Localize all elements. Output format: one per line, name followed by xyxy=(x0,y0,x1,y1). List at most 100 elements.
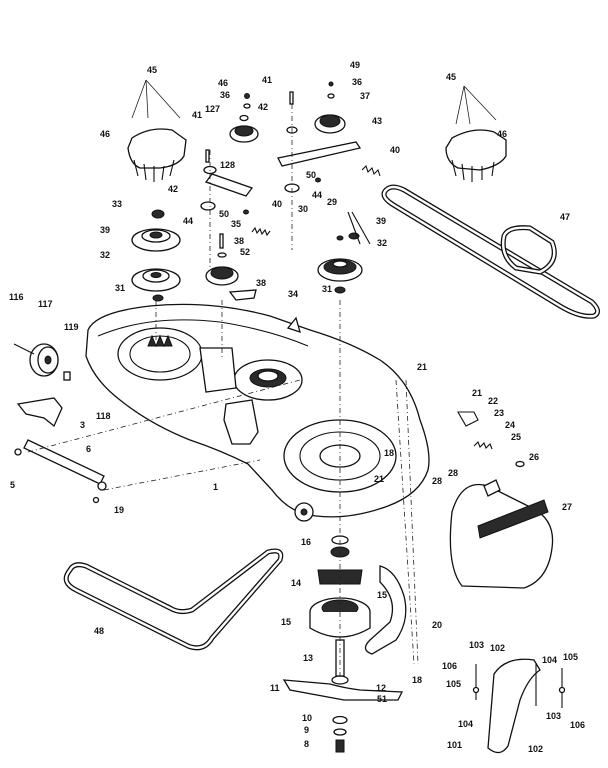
mower-deck-housing xyxy=(85,303,430,522)
callout-c-3: 3 xyxy=(80,420,85,430)
callout-c-101: 101 xyxy=(447,740,462,750)
callout-c-127: 127 xyxy=(205,104,220,114)
callout-c-46b: 46 xyxy=(218,78,228,88)
callout-c-50b: 50 xyxy=(219,209,229,219)
callout-c-44b: 44 xyxy=(183,216,193,226)
callout-c-21c: 21 xyxy=(472,388,482,398)
callout-c-31b: 31 xyxy=(322,284,332,294)
idler-pulley-top-right xyxy=(314,81,346,134)
callout-c-47: 47 xyxy=(560,212,570,222)
callout-c-25: 25 xyxy=(511,432,521,442)
callout-c-21a: 21 xyxy=(417,362,427,372)
hanger-bracket-3 xyxy=(16,397,63,428)
gauge-wheel-117 xyxy=(13,343,71,381)
callout-c-106: 106 xyxy=(442,661,457,671)
callout-c-51: 51 xyxy=(377,694,387,704)
callout-c-12: 12 xyxy=(376,683,386,693)
callout-c-41b: 41 xyxy=(192,110,202,120)
discharge-chute-27 xyxy=(449,479,554,589)
callout-c-104a: 104 xyxy=(542,655,557,665)
callout-c-42b: 42 xyxy=(168,184,178,194)
callout-c-117: 117 xyxy=(38,299,53,309)
callout-c-6: 6 xyxy=(86,444,91,454)
callout-c-37: 37 xyxy=(360,91,370,101)
callout-c-11: 11 xyxy=(270,683,280,693)
callout-c-46a: 46 xyxy=(100,129,110,139)
callout-c-41a: 41 xyxy=(262,75,272,85)
callout-c-23: 23 xyxy=(494,408,504,418)
callout-c-103a: 103 xyxy=(469,640,484,650)
callout-c-128: 128 xyxy=(220,160,235,170)
nut-33 xyxy=(151,209,165,219)
callout-c-42a: 42 xyxy=(258,102,268,112)
callout-c-31a: 31 xyxy=(115,283,125,293)
callout-c-44a: 44 xyxy=(312,190,322,200)
idler-arm-43 xyxy=(277,141,362,167)
callout-c-35: 35 xyxy=(231,219,241,229)
callout-c-40b: 40 xyxy=(272,199,282,209)
callout-c-33: 33 xyxy=(112,199,122,209)
callout-c-15b: 15 xyxy=(377,590,387,600)
callout-c-106b: 106 xyxy=(570,720,585,730)
callout-c-103b: 103 xyxy=(546,711,561,721)
callout-c-104b: 104 xyxy=(458,719,473,729)
callout-c-1: 1 xyxy=(213,482,218,492)
baffle-20 xyxy=(364,565,407,655)
callout-c-8: 8 xyxy=(304,739,309,749)
callout-c-45b: 45 xyxy=(446,72,456,82)
callout-c-52: 52 xyxy=(240,247,250,257)
callout-c-116: 116 xyxy=(9,292,24,302)
deflector-101 xyxy=(472,658,566,754)
callout-c-105a: 105 xyxy=(446,679,461,689)
callout-c-39b: 39 xyxy=(100,225,110,235)
deck-belt-48 xyxy=(63,548,284,651)
callout-c-21b: 21 xyxy=(374,474,384,484)
callout-c-24: 24 xyxy=(505,420,515,430)
callout-c-10: 10 xyxy=(302,713,312,723)
callout-c-26: 26 xyxy=(529,452,539,462)
pulley-32-left xyxy=(131,268,181,292)
callout-c-38b: 38 xyxy=(256,278,266,288)
callout-c-48: 48 xyxy=(94,626,104,636)
callout-c-102b: 102 xyxy=(528,744,543,754)
callout-c-102a: 102 xyxy=(490,643,505,653)
chute-hardware xyxy=(457,411,525,468)
spring-40-top xyxy=(361,164,381,177)
callout-c-30: 30 xyxy=(298,204,308,214)
spring-40-mid xyxy=(251,226,271,237)
callout-c-18b: 18 xyxy=(412,675,422,685)
callout-c-18a: 18 xyxy=(384,448,394,458)
pulley-39-left xyxy=(131,228,181,252)
callout-c-27: 27 xyxy=(562,502,572,512)
callout-c-13: 13 xyxy=(303,653,313,663)
callout-c-14: 14 xyxy=(291,578,301,588)
drive-belt-47 xyxy=(381,184,600,319)
idler-pulley-top-left xyxy=(229,93,259,143)
callout-c-16: 16 xyxy=(301,537,311,547)
callout-c-32b: 32 xyxy=(100,250,110,260)
callout-c-38a: 38 xyxy=(234,236,244,246)
callout-c-28b: 28 xyxy=(432,476,442,486)
callout-c-32a: 32 xyxy=(377,238,387,248)
callout-c-34a: 34 xyxy=(288,289,298,299)
callout-c-22: 22 xyxy=(488,396,498,406)
callout-c-9: 9 xyxy=(304,725,309,735)
callout-c-36a: 36 xyxy=(352,77,362,87)
callout-c-46c: 46 xyxy=(497,129,507,139)
link-6 xyxy=(14,439,107,504)
pulley-cover-left xyxy=(127,128,187,182)
callout-c-15a: 15 xyxy=(281,617,291,627)
callout-c-43: 43 xyxy=(372,116,382,126)
callout-c-50a: 50 xyxy=(306,170,316,180)
callout-c-29: 29 xyxy=(327,197,337,207)
callout-c-36b: 36 xyxy=(220,90,230,100)
callout-c-105b: 105 xyxy=(563,652,578,662)
callout-c-19: 19 xyxy=(114,505,124,515)
callout-c-45a: 45 xyxy=(147,65,157,75)
callout-c-28a: 28 xyxy=(448,468,458,478)
pulley-cover-right xyxy=(445,129,507,182)
callout-c-118: 118 xyxy=(96,411,111,421)
